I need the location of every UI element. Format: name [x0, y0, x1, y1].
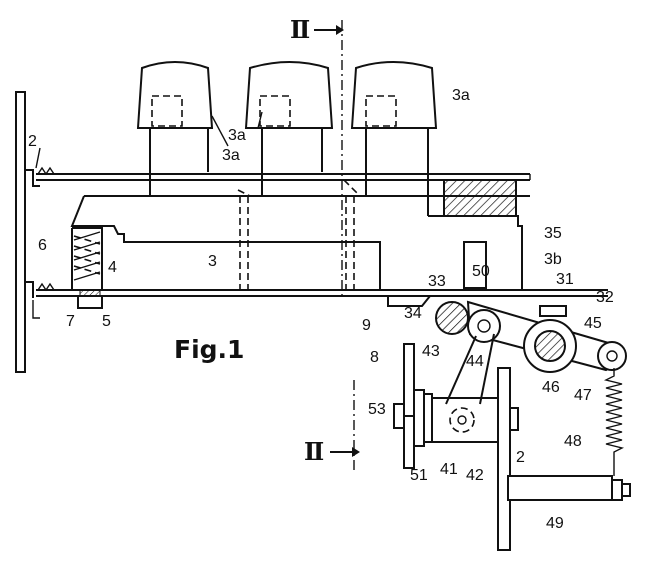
- label-31: 31: [556, 271, 574, 288]
- label-7: 7: [66, 313, 75, 330]
- part-labels: 2 3a 3a 3a 6 3 4 5 7 35 3b 50 33 31 32 3…: [28, 87, 614, 532]
- label-4: 4: [108, 259, 117, 276]
- label-3a-middle: 3a: [228, 127, 246, 144]
- key-cap-left: [136, 61, 214, 129]
- frame-plate-right: [497, 367, 519, 551]
- label-35: 35: [544, 225, 562, 242]
- shaft-assembly: [393, 389, 499, 447]
- label-46: 46: [542, 379, 560, 396]
- part-3b: [428, 215, 608, 317]
- label-8: 8: [370, 349, 379, 366]
- spring-4: [71, 227, 103, 290]
- upper-rail: [36, 166, 531, 181]
- section-line-top: [314, 20, 344, 300]
- label-3: 3: [208, 253, 217, 270]
- label-43: 43: [422, 343, 440, 360]
- label-41: 41: [440, 461, 458, 478]
- label-45: 45: [584, 315, 602, 332]
- label-2-left: 2: [28, 133, 37, 150]
- label-6: 6: [38, 237, 47, 254]
- shaft-49: [507, 475, 631, 501]
- hatched-block: [443, 179, 517, 217]
- label-5: 5: [102, 313, 111, 330]
- label-3a-left: 3a: [222, 147, 240, 164]
- label-53: 53: [368, 401, 386, 418]
- label-42: 42: [466, 467, 484, 484]
- stop-block: [77, 289, 103, 309]
- label-49: 49: [546, 515, 564, 532]
- label-50: 50: [472, 263, 490, 280]
- slide-body: [70, 179, 530, 290]
- label-32: 32: [596, 289, 614, 306]
- label-2-right: 2: [516, 449, 525, 466]
- frame-plate-left: [15, 91, 40, 373]
- part-9: [387, 295, 431, 307]
- lever-44: [445, 300, 627, 405]
- label-47: 47: [574, 387, 592, 404]
- plate-8: [403, 343, 415, 469]
- label-3b: 3b: [544, 251, 562, 268]
- label-44: 44: [466, 353, 484, 370]
- key-cap-right: [350, 61, 438, 129]
- figure-title: Fig.1: [174, 335, 244, 364]
- label-48: 48: [564, 433, 582, 450]
- key-cap-middle: [244, 61, 334, 129]
- key-stems: [149, 128, 429, 216]
- spring-48: [603, 368, 625, 476]
- label-34: 34: [404, 305, 422, 322]
- cam-33: [435, 301, 469, 335]
- label-33: 33: [428, 273, 446, 290]
- label-9: 9: [362, 317, 371, 334]
- label-51: 51: [410, 467, 428, 484]
- section-mark-bottom: Ⅱ: [304, 440, 324, 466]
- section-line-bottom: [330, 380, 360, 470]
- label-3a-right: 3a: [452, 87, 470, 104]
- section-mark-top: Ⅱ: [290, 18, 310, 44]
